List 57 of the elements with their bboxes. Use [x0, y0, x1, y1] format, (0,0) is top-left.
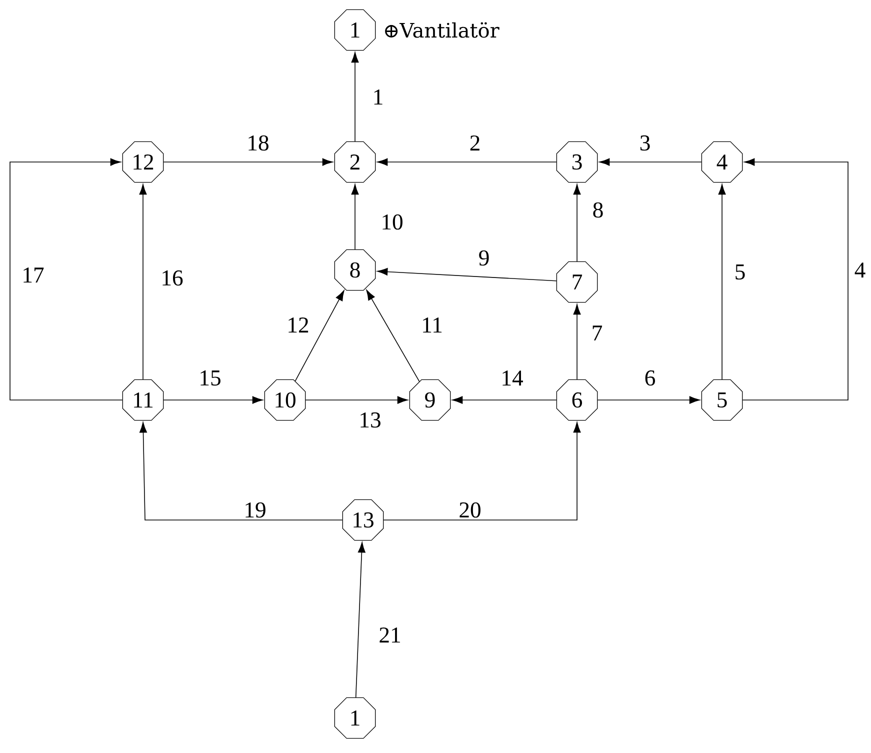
edge-label: 5: [736, 264, 745, 280]
edge-label: 16: [162, 270, 183, 286]
octagon-node: 3: [556, 141, 598, 183]
arrow: [294, 290, 344, 382]
arrow: [599, 158, 702, 166]
arrow: [377, 268, 557, 282]
edge-label: 15: [200, 370, 220, 386]
arrow: [742, 158, 848, 400]
edge-label: 21: [380, 628, 400, 642]
arrow: [355, 542, 366, 698]
arrow: [139, 184, 147, 380]
arrow: [377, 158, 557, 166]
edge-label: 6: [645, 370, 655, 386]
edge-label: 18: [248, 135, 268, 151]
edge-label: 7: [592, 326, 602, 340]
edge-label: 13: [360, 412, 380, 428]
edge-label: 20: [460, 502, 480, 518]
arrow: [597, 396, 700, 404]
edge-label: 4: [854, 262, 866, 278]
edge-label: 12: [288, 318, 308, 332]
edge-label: 11: [423, 318, 442, 332]
arrow: [10, 158, 123, 400]
octagon-node: 12: [122, 141, 164, 183]
arrow: [383, 422, 581, 520]
arrow: [573, 304, 581, 380]
arrow: [366, 290, 420, 382]
octagon-node: 9: [409, 379, 451, 421]
octagon-node: 4: [701, 141, 743, 183]
edge-label: 8: [593, 202, 603, 218]
arrow: [140, 422, 343, 520]
octagon-node: 6: [556, 379, 598, 421]
edge-label: 10: [382, 214, 402, 230]
arrow: [718, 184, 726, 380]
octagon-node: 11: [122, 379, 164, 421]
arrow: [163, 396, 263, 404]
edge-label: 2: [470, 136, 480, 150]
arrow: [163, 158, 333, 166]
edge-label: 1: [374, 90, 382, 104]
arrow: [351, 184, 359, 250]
edge-label: 3: [640, 135, 650, 151]
octagon-node: 8: [334, 249, 376, 291]
arrow: [452, 396, 557, 404]
octagon-node: 5: [701, 379, 743, 421]
edge-label: 17: [24, 268, 44, 282]
arrow: [573, 184, 581, 262]
arrow: [351, 52, 359, 142]
arrow: [305, 396, 408, 404]
octagon-node: 2: [334, 141, 376, 183]
octagon-node: 7: [556, 261, 598, 303]
octagon-node: 10: [264, 379, 306, 421]
edge-label: 14: [502, 370, 523, 386]
octagon-node: 1: [334, 9, 376, 51]
edge-label: 19: [246, 502, 266, 518]
octagon-node: 13: [342, 499, 384, 541]
edge-label: 9: [479, 250, 489, 266]
fan-label: ⊕Vantilatör: [385, 22, 500, 38]
octagon-node: 1: [334, 697, 376, 739]
